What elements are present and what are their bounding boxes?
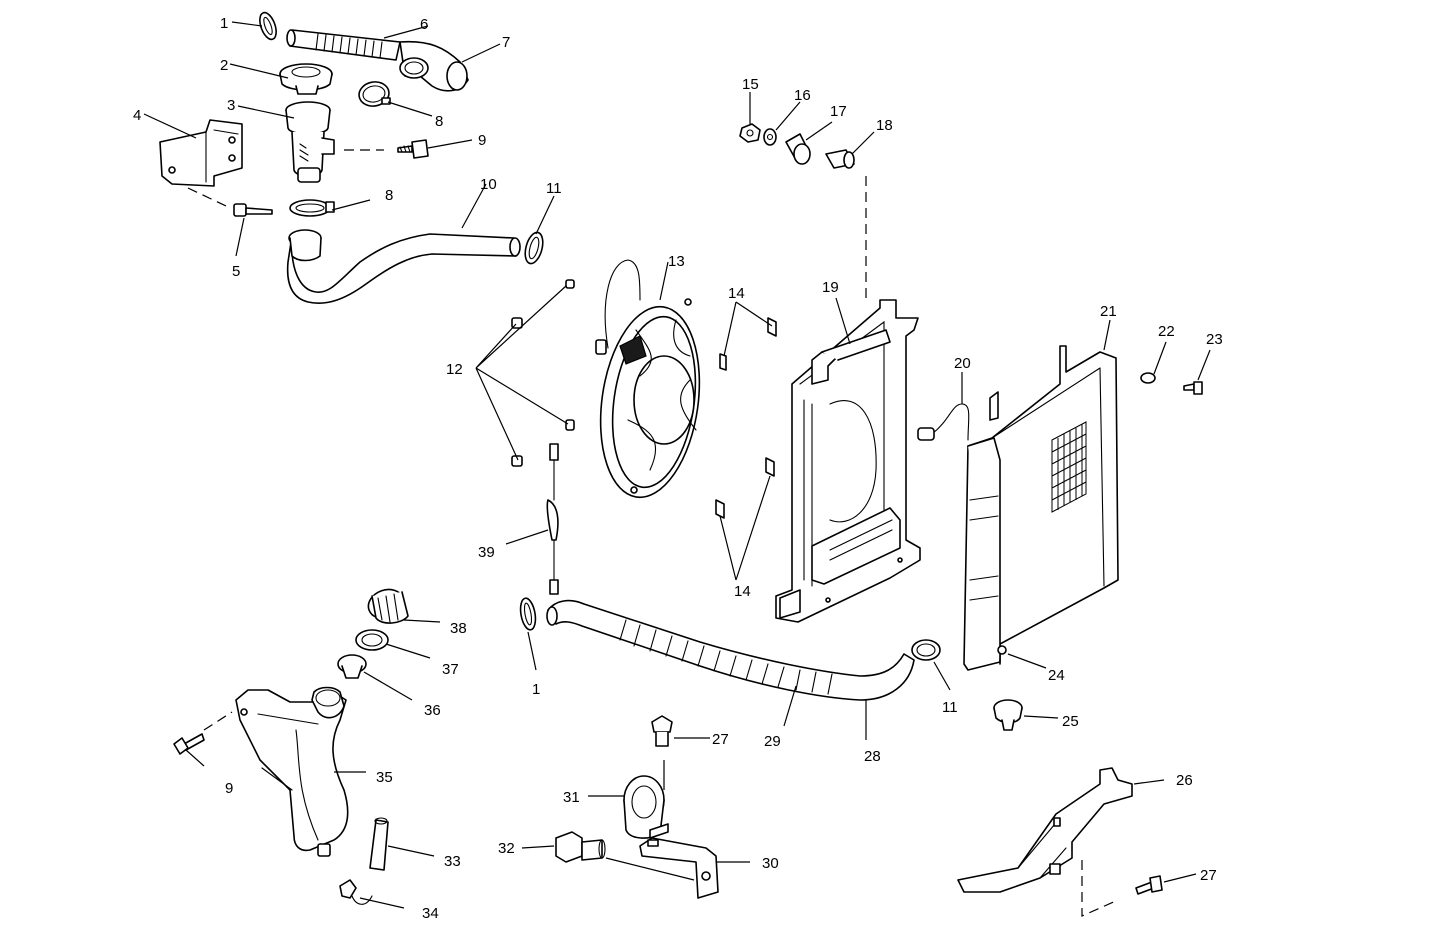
clips-part-14-upper (719, 317, 777, 371)
mounting-bracket-part-4 (159, 119, 243, 187)
clamp-part-31 (623, 775, 669, 839)
callout-35: 35 (376, 769, 393, 786)
radiator-hose-part-10 (286, 229, 521, 304)
callout-11-upper: 11 (546, 180, 562, 197)
reservoir-cap-part-38 (367, 588, 409, 624)
fan-switch-part-20 (917, 403, 970, 441)
grommets-part-12 (475, 279, 575, 467)
callout-23: 23 (1206, 331, 1223, 348)
callout-3: 3 (227, 97, 235, 114)
callout-18: 18 (876, 117, 893, 134)
radiator-part-21 (963, 345, 1119, 671)
washer-part-22 (1140, 372, 1156, 384)
callout-27-lower: 27 (1200, 867, 1217, 884)
leader-bracket-30 (605, 857, 695, 881)
callout-39: 39 (478, 544, 495, 561)
callout-38: 38 (450, 620, 467, 637)
callout-9-lower: 9 (225, 780, 233, 797)
spacer-part-18 (825, 149, 855, 169)
hose-clamp-part-11-lower (911, 639, 941, 661)
callout-31: 31 (563, 789, 580, 806)
callout-labels: 1 1 2 3 4 5 6 7 8 8 9 9 10 11 11 12 13 1… (133, 15, 1223, 922)
callout-33: 33 (444, 853, 461, 870)
resistor-part-39 (546, 443, 559, 595)
callout-1-upper: 1 (220, 15, 228, 32)
hose-clamp-part-8-upper (358, 81, 391, 107)
drain-plug-part-25 (993, 699, 1023, 731)
callout-20: 20 (954, 355, 971, 372)
callout-8-lower: 8 (385, 187, 393, 204)
callout-34: 34 (422, 905, 439, 922)
leader-lines (143, 21, 1211, 909)
callout-29: 29 (764, 733, 781, 750)
bolt-part-32 (555, 831, 606, 863)
callout-19: 19 (822, 279, 839, 296)
corrugated-vent-hose-part-6 (286, 29, 401, 61)
callout-13: 13 (668, 253, 685, 270)
bolt-part-5 (233, 203, 273, 217)
screw-part-9-lower (173, 733, 205, 755)
callout-15: 15 (742, 76, 759, 93)
bushing-part-17 (785, 133, 811, 165)
seal-part-37 (355, 629, 389, 651)
hose-clamp-part-11-upper (524, 231, 544, 265)
hose-clip-part-34 (339, 879, 373, 905)
fan-assembly-part-13 (595, 259, 701, 499)
callout-4: 4 (133, 107, 141, 124)
callout-2: 2 (220, 57, 228, 74)
callout-36: 36 (424, 702, 441, 719)
hose-clamp-part-1-upper (259, 11, 277, 41)
support-bracket-part-26 (957, 767, 1133, 893)
callout-11-lower: 11 (942, 699, 958, 716)
dashed-line-bolt-5 (187, 187, 227, 207)
callout-14-lower: 14 (734, 583, 751, 600)
nut-part-15 (739, 123, 761, 143)
callout-1-lower: 1 (532, 681, 540, 698)
callout-21: 21 (1100, 303, 1117, 320)
filler-neck-part-3 (285, 101, 335, 183)
bracket-part-30 (639, 837, 719, 899)
callout-8-upper: 8 (435, 113, 443, 130)
callout-25: 25 (1062, 713, 1079, 730)
callout-7: 7 (502, 34, 510, 51)
radiator-hose-part-28 (546, 599, 915, 701)
callout-12: 12 (446, 361, 463, 378)
callout-10: 10 (480, 176, 497, 193)
elbow-hose-part-7 (399, 40, 469, 92)
callout-30: 30 (762, 855, 779, 872)
fan-shroud-part-19 (775, 299, 921, 623)
callout-9-upper: 9 (478, 132, 486, 149)
callout-37: 37 (442, 661, 459, 678)
screw-part-27-lower (1135, 875, 1163, 895)
reservoir-tank-part-35 (235, 686, 349, 857)
callout-5: 5 (232, 263, 240, 280)
callout-16: 16 (794, 87, 811, 104)
gasket-part-36 (337, 654, 367, 679)
screw-part-27-upper (651, 715, 673, 747)
dashed-line-bracket-26 (1081, 860, 1119, 917)
callout-17: 17 (830, 103, 847, 120)
callout-14-upper: 14 (728, 285, 745, 302)
radiator-cap-part-2 (279, 63, 333, 95)
screw-part-9-upper (397, 139, 429, 159)
callout-22: 22 (1158, 323, 1175, 340)
callout-28: 28 (864, 748, 881, 765)
clips-part-14-lower (715, 457, 775, 519)
screw-part-23 (1183, 381, 1203, 395)
washer-part-16 (763, 128, 777, 146)
callout-6: 6 (420, 16, 428, 33)
hose-clamp-part-1-lower (519, 597, 537, 631)
callout-32: 32 (498, 840, 515, 857)
overflow-hose-part-33 (369, 817, 389, 871)
callout-24: 24 (1048, 667, 1065, 684)
hose-clamp-part-8-lower (289, 199, 335, 217)
callout-27-upper: 27 (712, 731, 729, 748)
callout-26: 26 (1176, 772, 1193, 789)
dashed-line-screw-9-lower (203, 711, 233, 731)
